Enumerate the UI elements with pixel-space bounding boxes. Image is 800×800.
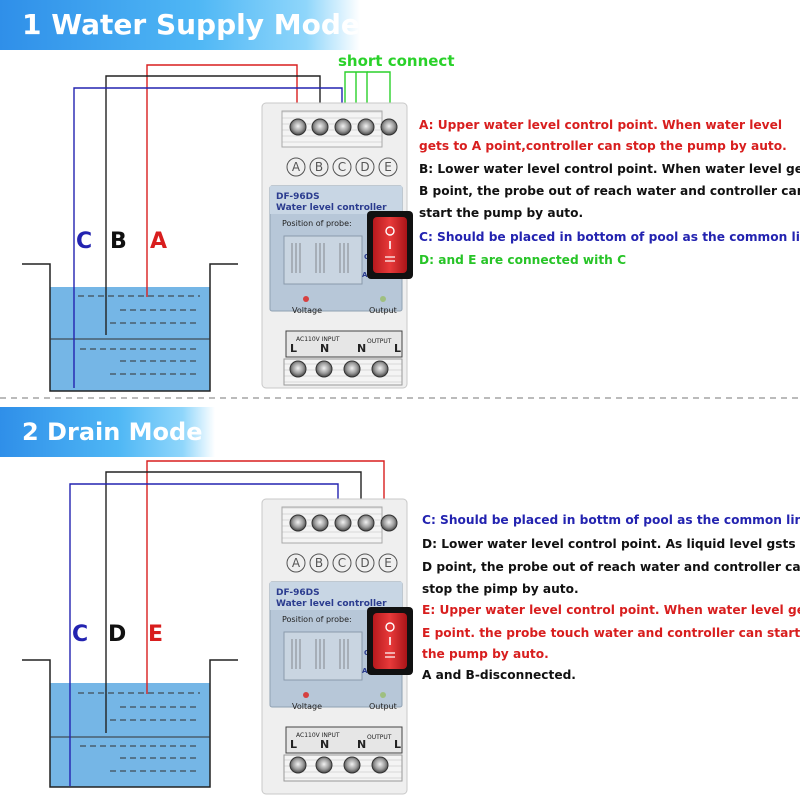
section2-controller: A B C D E DF-96DS Water level controller… (261, 498, 413, 795)
output-terminal-label: OUTPUT (367, 734, 392, 741)
section1-desc-line: B: Lower water level control point. When… (419, 162, 800, 176)
bottom-terminal-label: L (394, 342, 401, 355)
bottom-terminal-label: L (290, 342, 297, 355)
section1-controller: A B C D E DF-96DS Water level controller… (261, 102, 413, 389)
top-terminal-labels (286, 157, 398, 177)
section2-wire-e (146, 460, 385, 694)
section1-desc-line: B point, the probe out of reach water an… (419, 184, 800, 198)
output-led (380, 296, 386, 302)
top-terminal-screws (289, 118, 398, 136)
section2-desc-line: D: Lower water level control point. As l… (422, 537, 800, 551)
section2-wire-c (69, 483, 339, 786)
section2-desc-line: the pump by auto. (422, 647, 549, 661)
section1-desc-line: C: Should be placed in bottom of pool as… (419, 230, 800, 244)
section1-wire-c (73, 87, 343, 388)
terminal-label: A (292, 556, 301, 570)
section2-desc-line: A and B-disconnected. (422, 668, 576, 682)
section2-desc-line: E: Upper water level control point. When… (422, 603, 800, 617)
section2-tank (22, 659, 238, 788)
rocker-switch (367, 607, 413, 675)
section1-tank (22, 263, 238, 392)
bottom-terminal-label: L (394, 738, 401, 751)
section1-title: 1 Water Supply Mode (22, 8, 360, 41)
terminal-label: B (315, 556, 323, 570)
section2-desc-line: C: Should be placed in bottm of pool as … (422, 513, 800, 527)
voltage-label: Voltage (292, 306, 322, 315)
section2-wire-d (105, 471, 362, 733)
voltage-led (303, 296, 309, 302)
voltage-label: Voltage (292, 702, 322, 711)
section1-desc-line: D: and E are connected with C (419, 253, 627, 267)
probe-label-c: C (72, 622, 89, 647)
probe-label-d: D (108, 622, 127, 647)
terminal-label: B (315, 160, 323, 174)
device-name: Water level controller (276, 203, 387, 213)
probe-label-c: C (76, 229, 93, 254)
bottom-terminal-label: N (320, 738, 329, 751)
terminal-label: E (384, 160, 392, 174)
section2-title-banner: 2 Drain Mode (0, 407, 215, 457)
probe-label-b: B (110, 229, 127, 254)
input-label: AC110V INPUT (296, 732, 340, 739)
device-model: DF-96DS (276, 588, 320, 598)
voltage-led (303, 692, 309, 698)
section1-title-banner: 1 Water Supply Mode (0, 0, 360, 50)
output-terminal-label: OUTPUT (367, 338, 392, 345)
terminal-label: D (360, 556, 369, 570)
section1-desc-line: start the pump by auto. (419, 206, 584, 220)
section2-desc-line: E point. the probe touch water and contr… (422, 626, 800, 640)
probe-label-a: A (150, 229, 168, 254)
device-model: DF-96DS (276, 192, 320, 202)
input-label: AC110V INPUT (296, 336, 340, 343)
section1-desc-line: gets to A point,controller can stop the … (419, 139, 787, 153)
bottom-terminal-label: N (320, 342, 329, 355)
rocker-switch (367, 211, 413, 279)
section2-title: 2 Drain Mode (22, 418, 203, 446)
terminal-label: C (338, 160, 346, 174)
probe-label-e: E (148, 622, 164, 647)
probe-position-label: Position of probe: (282, 219, 352, 228)
terminal-label: D (360, 160, 369, 174)
section1-wire-a (146, 64, 298, 297)
output-led (380, 692, 386, 698)
short-connect-label: short connect (338, 52, 455, 70)
section2-desc-line: stop the pimp by auto. (422, 582, 579, 596)
bottom-terminal-label: N (357, 738, 366, 751)
output-label: Output (369, 306, 397, 315)
bottom-terminal-label: L (290, 738, 297, 751)
terminal-label: E (384, 556, 392, 570)
section1-wire-b (105, 75, 321, 335)
terminal-label: C (338, 556, 346, 570)
probe-position-label: Position of probe: (282, 615, 352, 624)
device-name: Water level controller (276, 599, 387, 609)
terminal-label: A (292, 160, 301, 174)
bottom-terminal-label: N (357, 342, 366, 355)
output-label: Output (369, 702, 397, 711)
section1-desc-line: A: Upper water level control point. When… (419, 118, 783, 132)
section2-desc-line: D point, the probe out of reach water an… (422, 560, 800, 574)
